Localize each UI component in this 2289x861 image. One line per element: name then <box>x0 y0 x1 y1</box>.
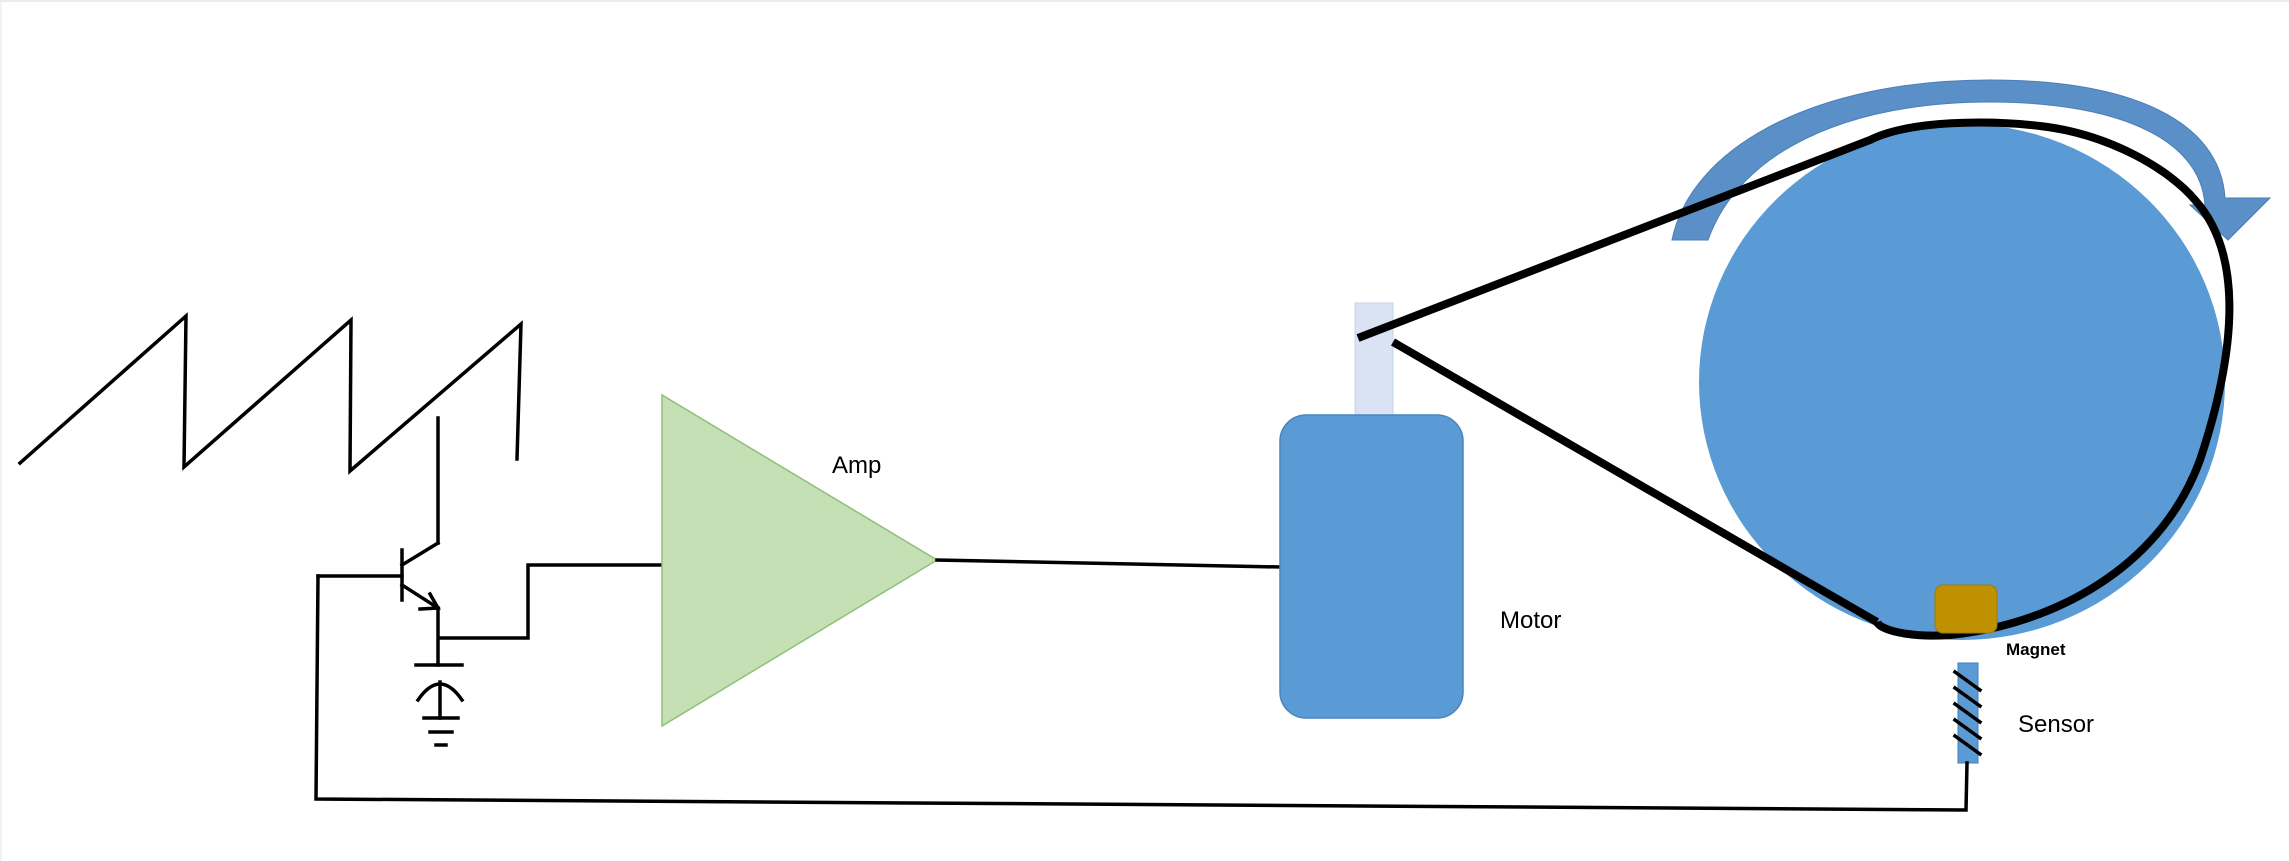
rotation-arrow-icon <box>1671 79 2272 241</box>
wire-emitter-to-amp <box>438 563 664 640</box>
amp-label: Amp <box>832 452 881 479</box>
motor: Motor <box>1279 302 1561 719</box>
magnet: Magnet <box>1934 584 2066 659</box>
sawtooth-waveform-icon <box>17 312 523 475</box>
motor-label: Motor <box>1500 607 1561 634</box>
sensor-coil-icon <box>1952 669 1983 757</box>
sensor: Sensor <box>1952 662 2094 764</box>
transistor-icon <box>316 416 441 667</box>
amplifier-triangle <box>661 393 939 728</box>
motor-body <box>1279 414 1464 719</box>
wheel-disc <box>1699 124 2225 640</box>
wire-feedback-sensor-to-base <box>314 574 1969 812</box>
wheel <box>1699 124 2225 640</box>
magnet-block <box>1934 584 1998 634</box>
sensor-label: Sensor <box>2018 711 2094 738</box>
rotation-arrow-shape <box>1671 79 2272 241</box>
motor-shaft <box>1354 302 1394 417</box>
magnet-label: Magnet <box>2006 640 2066 659</box>
ground-icon <box>414 663 465 747</box>
wire-amp-to-motor <box>935 558 1282 569</box>
amplifier: Amp <box>661 393 939 728</box>
